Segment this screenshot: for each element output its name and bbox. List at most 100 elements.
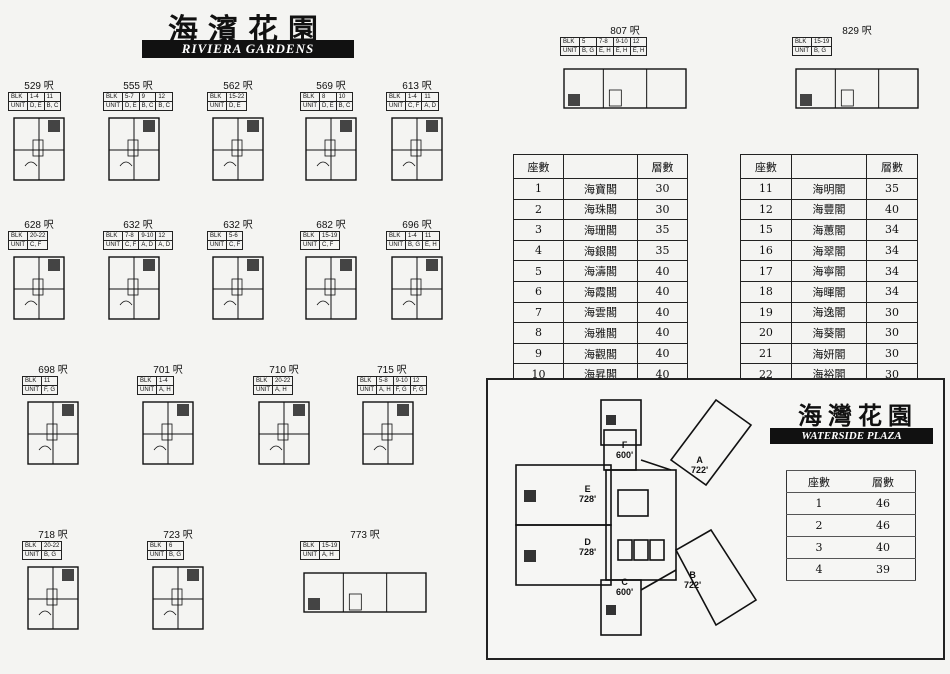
floor-plan-drawing — [305, 256, 357, 320]
cell-no: 1 — [512, 178, 565, 200]
unit-cell: F, G — [40, 385, 59, 395]
floor-plan-drawing — [152, 566, 204, 630]
unit-cell: B, G — [404, 240, 424, 250]
cell-floors: 40 — [636, 260, 689, 282]
blk-cell: 20-22 — [26, 231, 49, 241]
cell-no: 6 — [512, 280, 565, 303]
cell-floors: 35 — [866, 178, 918, 200]
blk-header: BLK — [357, 376, 377, 386]
unit-header: UNIT — [792, 46, 812, 56]
cell-name: 海蕙閣 — [790, 219, 868, 241]
cell-name: 海翠閣 — [790, 239, 868, 262]
unit-header: UNIT — [300, 101, 320, 111]
riviera-title-en: RIVIERA GARDENS — [142, 40, 354, 58]
unit-header: UNIT — [253, 385, 273, 395]
cell-floors: 46 — [851, 514, 916, 537]
unit-cell: B, G — [810, 46, 833, 56]
unit-header: UNIT — [207, 101, 227, 111]
cell-floors: 34 — [866, 260, 918, 282]
unit-cell: A, H — [376, 385, 394, 395]
blk-header: BLK — [207, 92, 227, 102]
unit-cell: F, G — [392, 385, 411, 395]
cell-no: 15 — [740, 219, 792, 241]
blk-cell: 5-8 — [376, 376, 394, 386]
floor-plan-drawing — [108, 117, 160, 181]
floor-plan-drawing — [563, 68, 687, 109]
name-column-header — [790, 154, 868, 179]
unit-cell: D, E — [122, 101, 140, 111]
cell-floors: 35 — [636, 239, 689, 262]
blk-header: BLK — [300, 231, 320, 241]
blk-cell: 8 — [319, 92, 337, 102]
unit-cell: B, C — [155, 101, 174, 111]
blk-cell: 5 — [578, 37, 598, 47]
unit-header: UNIT — [300, 240, 320, 250]
floor-plan-drawing — [795, 68, 919, 109]
cell-no: 11 — [740, 178, 792, 200]
blk-header: BLK — [792, 37, 812, 47]
cell-no: 20 — [740, 322, 792, 344]
blk-cell: 1-4 — [27, 92, 45, 102]
blk-cell: 9-10 — [392, 376, 411, 386]
floor-plan-drawing — [258, 401, 310, 465]
blk-header: BLK — [8, 231, 28, 241]
unit-cell: A, H — [156, 385, 174, 395]
unit-cell: B, C — [43, 101, 62, 111]
blk-header: BLK — [147, 541, 167, 551]
plan-area-label: 613 呎 — [402, 81, 432, 92]
unit-cell: D, E — [225, 101, 248, 111]
blk-header: BLK — [386, 92, 406, 102]
plan-area-label: 529 呎 — [24, 81, 54, 92]
blk-header: BLK — [300, 92, 320, 102]
cell-name: 海豐閣 — [790, 198, 868, 221]
cell-floors: 30 — [866, 301, 918, 324]
cell-name: 海逸閣 — [790, 301, 868, 324]
cell-no: 5 — [512, 260, 565, 282]
unit-header: UNIT — [22, 385, 42, 395]
blk-header: BLK — [253, 376, 273, 386]
blk-cell: 20-22 — [271, 376, 294, 386]
unit-header: UNIT — [147, 550, 167, 560]
plan-area-label: 569 呎 — [316, 81, 346, 92]
cell-no: 2 — [786, 514, 851, 537]
cell-floors: 40 — [851, 536, 916, 559]
floor-plan-drawing — [13, 117, 65, 181]
unit-header: UNIT — [22, 550, 42, 560]
plan-area-label: 829 呎 — [842, 26, 872, 37]
cell-name: 海寶閣 — [563, 178, 638, 200]
blk-cell: 1-4 — [404, 92, 423, 102]
floor-plan-drawing — [391, 256, 443, 320]
cell-no: 1 — [786, 492, 851, 515]
cell-floors: 35 — [636, 219, 689, 241]
unit-cell: B, C — [138, 101, 157, 111]
